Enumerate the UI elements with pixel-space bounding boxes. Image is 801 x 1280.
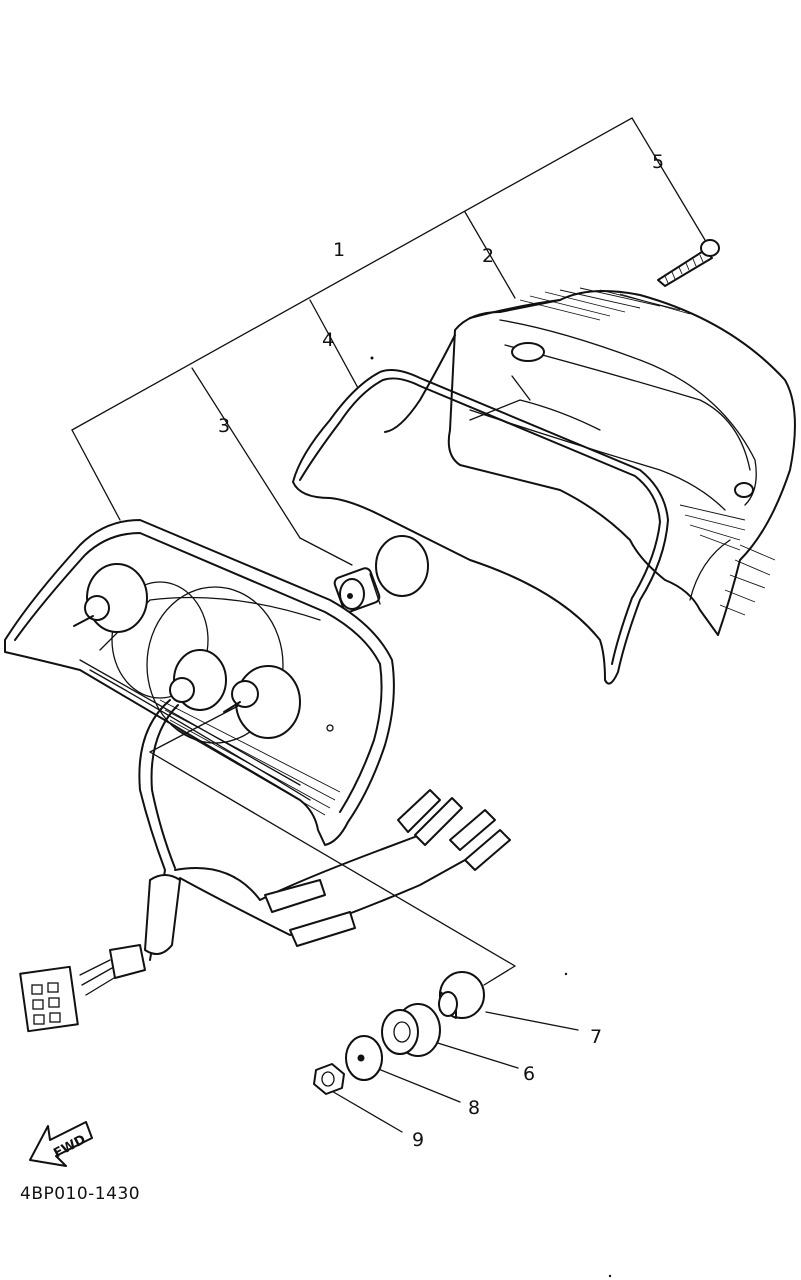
callout-6: 6 — [523, 1063, 535, 1085]
gasket-part — [292, 369, 669, 685]
tail-light-housing — [4, 519, 395, 846]
diagram-part-number: 4BP010-1430 — [20, 1184, 141, 1204]
assembly-bracket-lines — [71, 117, 706, 566]
screw-part — [657, 239, 720, 287]
hardware-leader-lines — [149, 705, 579, 1133]
callout-labels: 1 2 3 4 5 6 7 8 9 — [218, 151, 664, 1151]
wiring-harness — [19, 699, 511, 1033]
callout-3: 3 — [218, 415, 230, 437]
callout-5: 5 — [652, 151, 664, 173]
collar-part — [438, 971, 485, 1019]
grommet-part — [381, 1003, 441, 1057]
callout-9: 9 — [412, 1129, 424, 1151]
callout-8: 8 — [468, 1097, 480, 1119]
callout-2: 2 — [482, 245, 494, 267]
fwd-arrow-icon: FWD — [29, 1121, 93, 1167]
tail-lens-part — [384, 287, 796, 636]
washer-part — [345, 1035, 383, 1081]
nut-part — [313, 1063, 345, 1095]
callout-4: 4 — [322, 329, 334, 351]
callout-1: 1 — [333, 239, 345, 261]
callout-7: 7 — [590, 1026, 602, 1048]
bulb-part — [333, 535, 429, 613]
